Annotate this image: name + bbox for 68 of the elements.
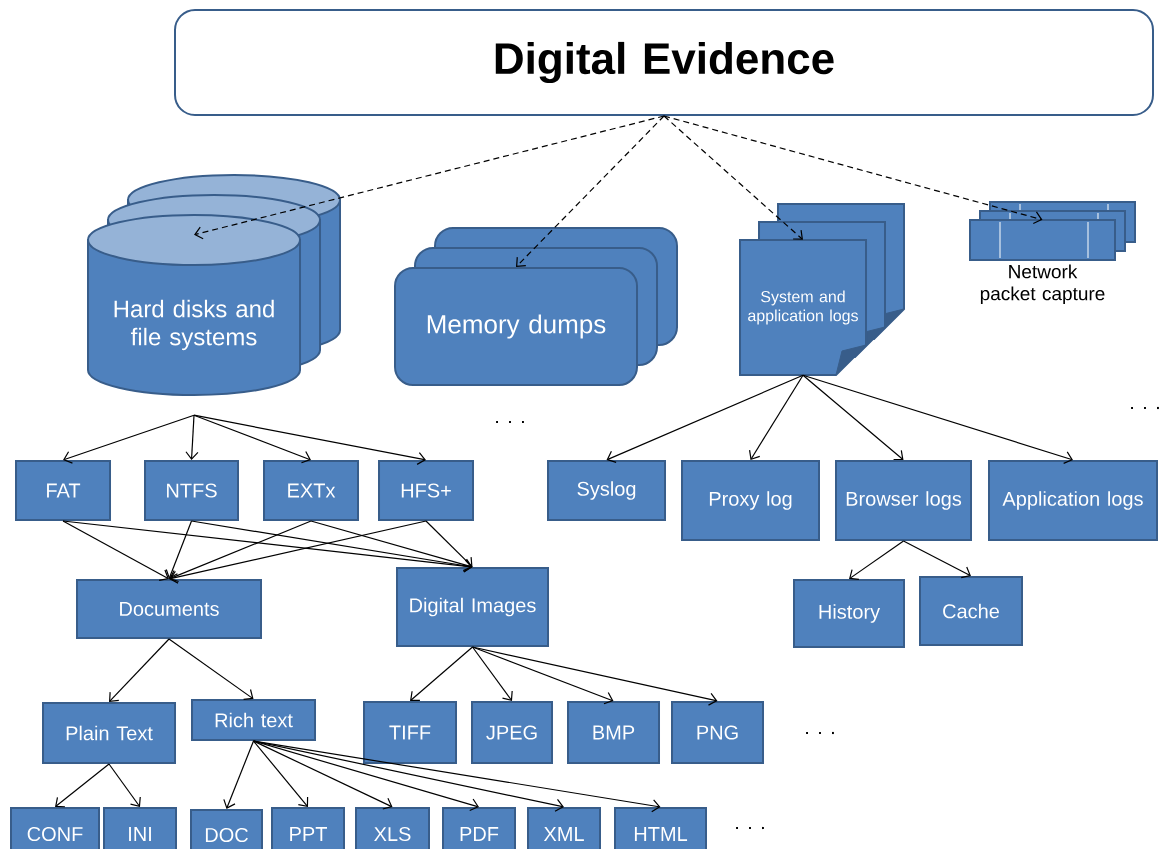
category-box: CONF xyxy=(10,807,100,849)
ellipsis-label: . . . xyxy=(1131,406,1159,410)
category-box: HFS+ xyxy=(378,460,474,521)
arrow xyxy=(663,115,1043,225)
category-box: Syslog xyxy=(547,460,666,521)
category-box: XLS xyxy=(355,807,430,849)
category-box: Proxy log xyxy=(681,460,820,541)
arrow xyxy=(252,740,661,813)
arrow xyxy=(169,520,427,584)
arrow xyxy=(606,374,804,463)
arrow xyxy=(190,520,473,573)
arrow xyxy=(108,763,141,807)
log-document-stack: System and application logs xyxy=(739,203,905,376)
ellipsis-label: . . . xyxy=(806,731,834,735)
arrow xyxy=(223,740,255,809)
category-box: PDF xyxy=(442,807,516,849)
arrow xyxy=(169,520,312,583)
arrow xyxy=(802,374,1073,464)
arrow xyxy=(252,740,309,807)
arrow xyxy=(471,646,513,701)
category-box: PPT xyxy=(271,807,345,849)
arrow xyxy=(252,740,393,810)
category-box: EXTx xyxy=(263,460,359,521)
arrow xyxy=(663,115,803,240)
arrow xyxy=(194,115,665,240)
arrow xyxy=(165,520,193,579)
arrow xyxy=(310,520,473,572)
category-box: Digital Images xyxy=(396,567,549,647)
category-box: INI xyxy=(103,807,177,849)
arrow xyxy=(849,540,905,580)
category-box: History xyxy=(793,579,905,648)
arrow xyxy=(902,540,971,579)
category-box: Cache xyxy=(919,576,1023,646)
category-box: PNG xyxy=(671,701,764,764)
arrow xyxy=(410,646,474,701)
arrow xyxy=(193,414,426,465)
category-box: Plain Text xyxy=(42,702,176,764)
arrow xyxy=(185,414,199,460)
category-box: FAT xyxy=(15,460,111,521)
arrow xyxy=(62,520,169,582)
arrow xyxy=(55,763,110,808)
packet-stack: Network packet capture xyxy=(969,201,1136,305)
category-box: Rich text xyxy=(191,699,316,741)
category-box: JPEG xyxy=(471,701,553,764)
arrow xyxy=(516,115,665,267)
ellipsis-label: . . . xyxy=(496,420,524,424)
category-box: TIFF xyxy=(363,701,457,764)
arrow xyxy=(168,638,254,700)
ellipsis-label: . . . xyxy=(736,826,764,830)
category-box: XML xyxy=(527,807,601,849)
category-box: Documents xyxy=(76,579,262,639)
category-box: NTFS xyxy=(144,460,239,521)
arrow xyxy=(425,520,473,567)
category-box: DOC xyxy=(190,809,263,849)
arrow xyxy=(109,638,170,702)
arrow xyxy=(802,374,904,461)
memory-stack: Memory dumps xyxy=(394,227,678,386)
category-box: HTML xyxy=(614,807,707,849)
category-box: BMP xyxy=(567,701,660,764)
arrow xyxy=(193,414,311,464)
node-label: Network packet capture xyxy=(980,264,1105,305)
arrow xyxy=(471,646,718,706)
arrow xyxy=(748,374,804,460)
category-box: Application logs xyxy=(988,460,1158,541)
category-box: Browser logs xyxy=(835,460,972,541)
arrow xyxy=(63,414,195,464)
disk-stack: Hard disks and file systems xyxy=(87,174,341,396)
title-box: Digital Evidence xyxy=(174,9,1154,116)
